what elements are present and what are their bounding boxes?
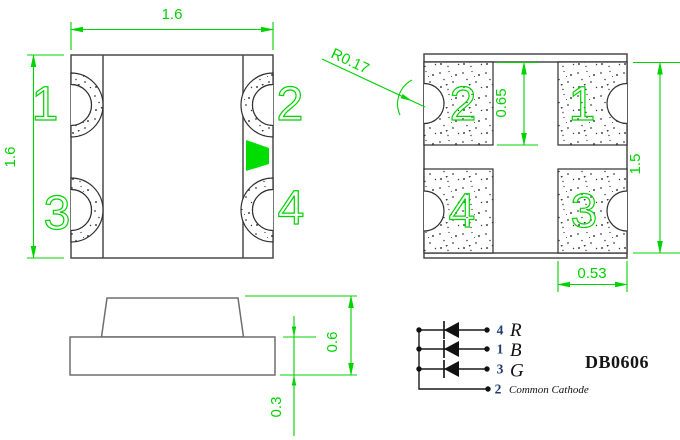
- terminal-dot: [484, 327, 490, 333]
- schematic: 4 R 1 B 3 G 2 Common Cathode: [416, 320, 649, 397]
- height-dimension-text: 1.6: [2, 147, 19, 168]
- radius-leader-arrow: [400, 94, 412, 101]
- pin-number: 1: [497, 342, 504, 357]
- notch-pin1: [70, 83, 93, 127]
- channel-label: R: [509, 320, 522, 341]
- footprint-pad1-label: 1: [569, 78, 596, 131]
- pin-number: 3: [497, 362, 504, 377]
- common-cathode-bus: [418, 330, 488, 390]
- footprint-view: 2 1 4 3 R0.17 0.65 1.5 0.53: [321, 45, 680, 292]
- top-view-pin4-label: 4: [278, 182, 305, 235]
- width-dimension-text: 1.6: [162, 6, 183, 23]
- package-base-profile: [69, 336, 276, 376]
- dimension-arrow: [291, 375, 297, 386]
- notch-pin4: [251, 188, 274, 232]
- package-outline: [70, 54, 274, 259]
- junction-dot: [416, 366, 422, 372]
- common-pin-number: 2: [495, 382, 502, 397]
- common-cathode-row: 2 Common Cathode: [485, 382, 589, 397]
- polarity-marker: [246, 140, 269, 171]
- radius-arc-mark: [397, 79, 413, 116]
- junction-dot: [416, 346, 422, 352]
- part-number: DB0606: [585, 352, 649, 372]
- notch-pin2: [251, 83, 274, 127]
- radius-dimension-text: R0.17: [328, 45, 371, 77]
- span-dimension-text: 1.5: [627, 154, 644, 175]
- terminal-dot: [484, 366, 490, 372]
- terminal-dot: [485, 386, 491, 392]
- top-view-pin2-label: 2: [277, 78, 304, 131]
- junction-dot: [416, 327, 422, 333]
- footprint-pad3-label: 3: [571, 185, 598, 238]
- top-view: 1 2 3 4 1.6 1.6: [2, 6, 305, 259]
- pad-height-dimension-text: 0.65: [493, 88, 510, 117]
- notch-pin3: [70, 188, 93, 232]
- footprint-pad4-label: 4: [449, 185, 476, 238]
- footprint-pad2-label: 2: [450, 78, 477, 131]
- pad-width-dimension-text: 0.53: [577, 265, 606, 282]
- diode-row-r: 4 R: [416, 320, 522, 341]
- notch-pad1: [606, 82, 628, 125]
- diode-triangle: [444, 361, 459, 377]
- side-view: 0.6 0.3: [69, 295, 357, 436]
- total-height-dimension-text: 0.6: [324, 332, 341, 353]
- lens-dome-profile: [100, 297, 245, 338]
- notch-pad4: [423, 190, 445, 232]
- diode-row-b: 1 B: [416, 340, 522, 361]
- diode-triangle: [444, 322, 459, 338]
- top-view-pin1-label: 1: [32, 78, 59, 131]
- notch-pad2: [423, 82, 445, 125]
- terminal-dot: [484, 346, 490, 352]
- notch-pad3: [606, 190, 628, 232]
- dimension-arrow: [291, 326, 297, 337]
- diode-triangle: [444, 341, 459, 357]
- channel-label: B: [510, 340, 522, 361]
- top-view-pin3-label: 3: [44, 187, 71, 240]
- pin-number: 4: [497, 323, 504, 338]
- base-height-dimension-text: 0.3: [268, 397, 285, 418]
- common-cathode-label: Common Cathode: [509, 384, 589, 396]
- channel-label: G: [510, 361, 524, 382]
- diode-row-g: 3 G: [416, 360, 524, 382]
